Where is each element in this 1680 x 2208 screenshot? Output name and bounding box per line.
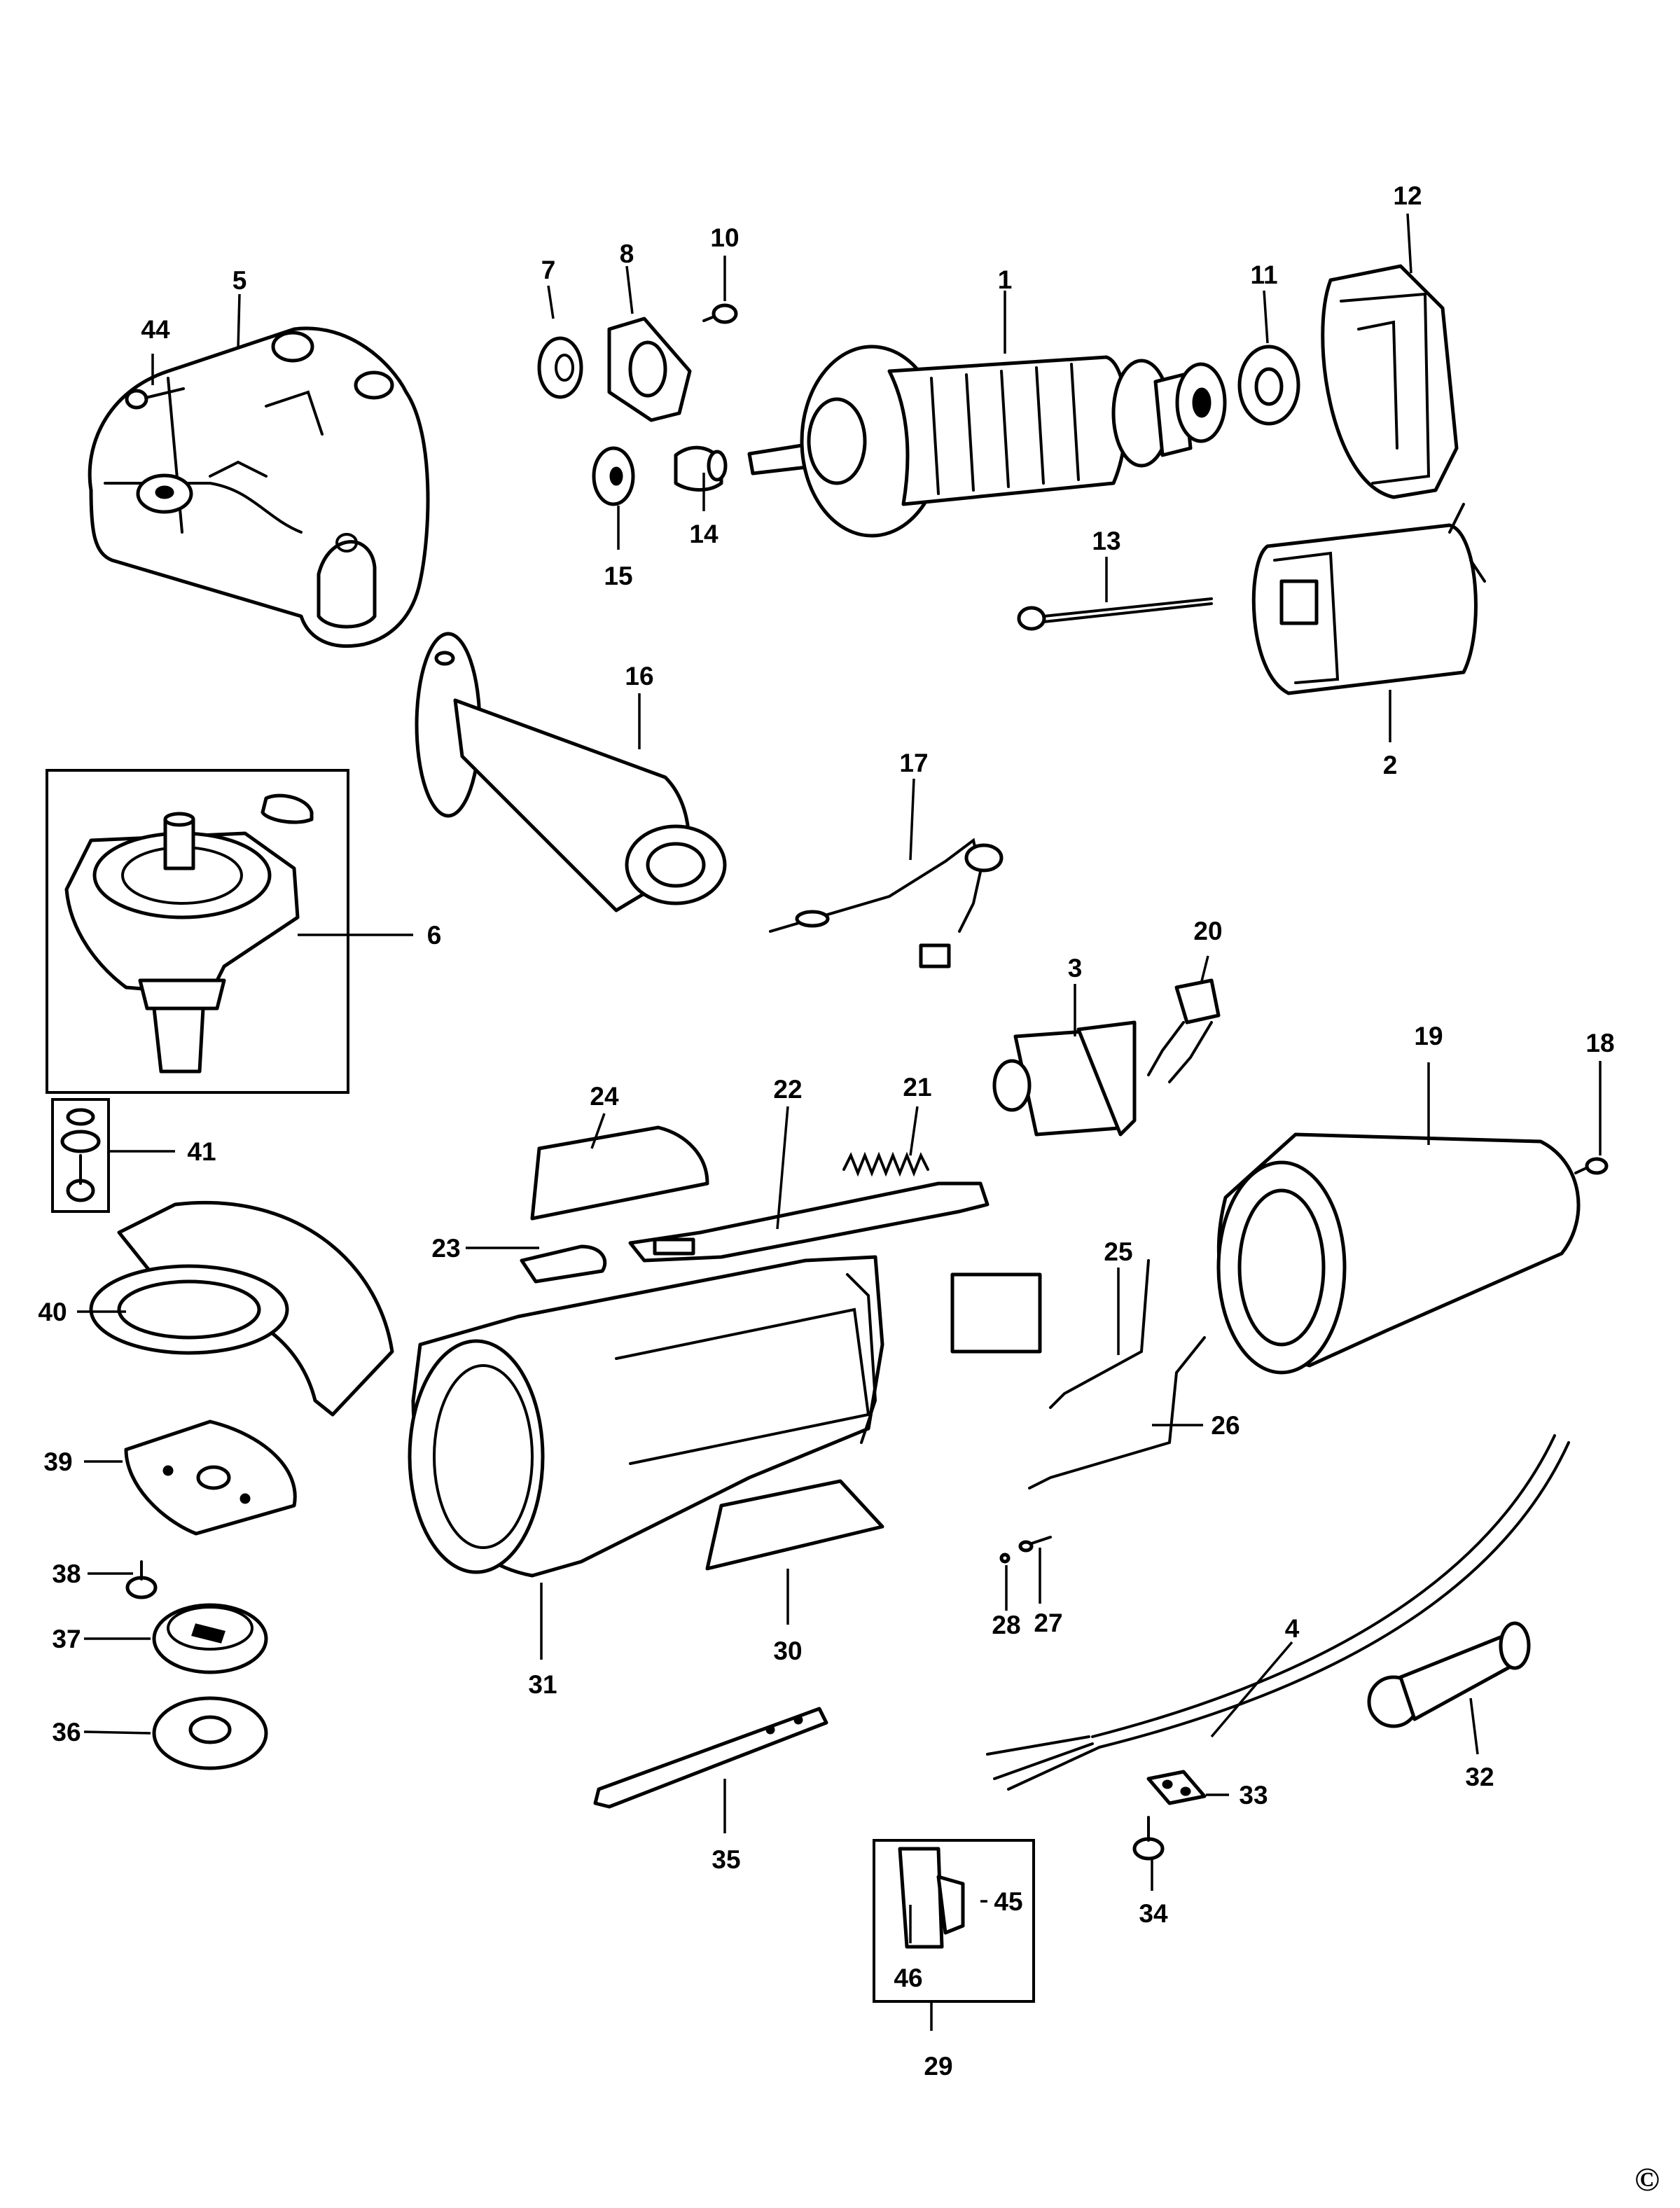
label-part-7: 7 xyxy=(541,256,556,284)
label-part-41: 41 xyxy=(187,1137,216,1166)
label-part-32: 32 xyxy=(1465,1763,1494,1791)
label-part-33: 33 xyxy=(1239,1781,1268,1810)
label-part-21: 21 xyxy=(903,1073,931,1102)
label-part-16: 16 xyxy=(625,662,653,690)
part-17-wiring xyxy=(769,838,1004,968)
label-part-27: 27 xyxy=(1034,1609,1062,1637)
label-part-22: 22 xyxy=(773,1075,802,1104)
label-part-4: 4 xyxy=(1285,1614,1300,1643)
part-19-rear-housing xyxy=(1216,1132,1581,1375)
label-part-12: 12 xyxy=(1393,181,1422,210)
label-part-35: 35 xyxy=(711,1845,740,1874)
part-8-bearing-plate xyxy=(607,317,692,422)
part-20-switch-lead xyxy=(1147,978,1221,1083)
label-part-13: 13 xyxy=(1092,527,1120,555)
label-part-44: 44 xyxy=(141,315,170,344)
part-24-cover xyxy=(530,1125,709,1221)
part-6-gear-assembly xyxy=(46,769,349,1094)
part-33-cable-clamp xyxy=(1146,1770,1207,1805)
label-part-17: 17 xyxy=(899,749,928,777)
part-30-bottom-cover xyxy=(705,1479,884,1571)
part-23-slider-button xyxy=(520,1244,607,1284)
part-2-stator-field xyxy=(1251,503,1486,695)
part-11-bearing xyxy=(1237,345,1300,426)
label-part-26: 26 xyxy=(1211,1411,1240,1440)
label-part-30: 30 xyxy=(773,1637,802,1665)
part-10-screw xyxy=(702,303,738,324)
part-4-power-cable xyxy=(986,1434,1570,1791)
part-15-nut xyxy=(592,446,635,506)
part-25-lead xyxy=(1049,1259,1150,1409)
label-part-10: 10 xyxy=(710,223,739,252)
part-5-gear-housing xyxy=(88,326,430,648)
label-part-6: 6 xyxy=(427,921,442,950)
part-31-motor-housing xyxy=(408,1255,1042,1578)
part-40-wheel-guard xyxy=(89,1200,394,1417)
part-44-screw xyxy=(125,387,185,410)
label-part-14: 14 xyxy=(689,520,718,548)
label-part-39: 39 xyxy=(43,1447,72,1476)
part-7-bearing xyxy=(537,336,583,399)
part-number-labels: 1 2 3 4 5 6 7 8 10 11 12 13 14 15 16 17 … xyxy=(38,181,1614,2081)
label-part-1: 1 xyxy=(998,265,1013,294)
part-41-screw-set xyxy=(51,1098,110,1213)
label-part-19: 19 xyxy=(1414,1022,1443,1050)
part-18-screw xyxy=(1574,1157,1609,1175)
label-part-40: 40 xyxy=(38,1298,67,1326)
part-38-screw xyxy=(125,1560,158,1599)
label-part-38: 38 xyxy=(52,1560,81,1588)
label-part-24: 24 xyxy=(590,1082,619,1111)
copyright-mark: © xyxy=(1634,2161,1660,2198)
part-32-cable-sleeve xyxy=(1367,1621,1531,1728)
part-27-screw xyxy=(1018,1536,1052,1553)
label-part-31: 31 xyxy=(528,1670,557,1699)
part-12-fan-baffle xyxy=(1321,264,1459,499)
part-1-armature xyxy=(747,345,1227,538)
part-28-washer xyxy=(999,1553,1011,1564)
part-13-long-screw xyxy=(1017,597,1213,631)
part-14-pinion xyxy=(674,445,728,492)
part-37-clamp-nut xyxy=(152,1603,268,1674)
label-part-37: 37 xyxy=(52,1625,81,1653)
part-34-screw xyxy=(1132,1816,1165,1861)
label-part-29: 29 xyxy=(924,2052,952,2081)
label-part-15: 15 xyxy=(604,562,632,590)
part-21-spring xyxy=(842,1151,929,1177)
label-part-2: 2 xyxy=(1383,751,1398,779)
label-part-25: 25 xyxy=(1104,1237,1132,1266)
label-part-36: 36 xyxy=(52,1718,81,1747)
label-part-34: 34 xyxy=(1139,1899,1168,1928)
part-26-lead xyxy=(1028,1336,1206,1490)
label-part-11: 11 xyxy=(1250,261,1277,289)
label-part-46: 46 xyxy=(894,1964,922,1992)
label-part-8: 8 xyxy=(620,239,634,268)
label-part-3: 3 xyxy=(1068,954,1083,983)
label-part-28: 28 xyxy=(992,1611,1020,1639)
part-39-flange-plate xyxy=(124,1419,297,1536)
part-22-switch-rod xyxy=(628,1181,990,1263)
part-36-flange xyxy=(152,1696,268,1770)
label-part-20: 20 xyxy=(1193,917,1222,945)
label-part-5: 5 xyxy=(232,266,247,295)
part-3-switch xyxy=(992,1020,1137,1137)
part-35-spanner xyxy=(593,1707,828,1809)
label-part-45: 45 xyxy=(994,1887,1022,1916)
label-part-23: 23 xyxy=(431,1234,460,1263)
label-part-18: 18 xyxy=(1585,1029,1614,1057)
part-16-side-handle xyxy=(415,632,727,912)
leader-lines xyxy=(77,213,1602,2031)
